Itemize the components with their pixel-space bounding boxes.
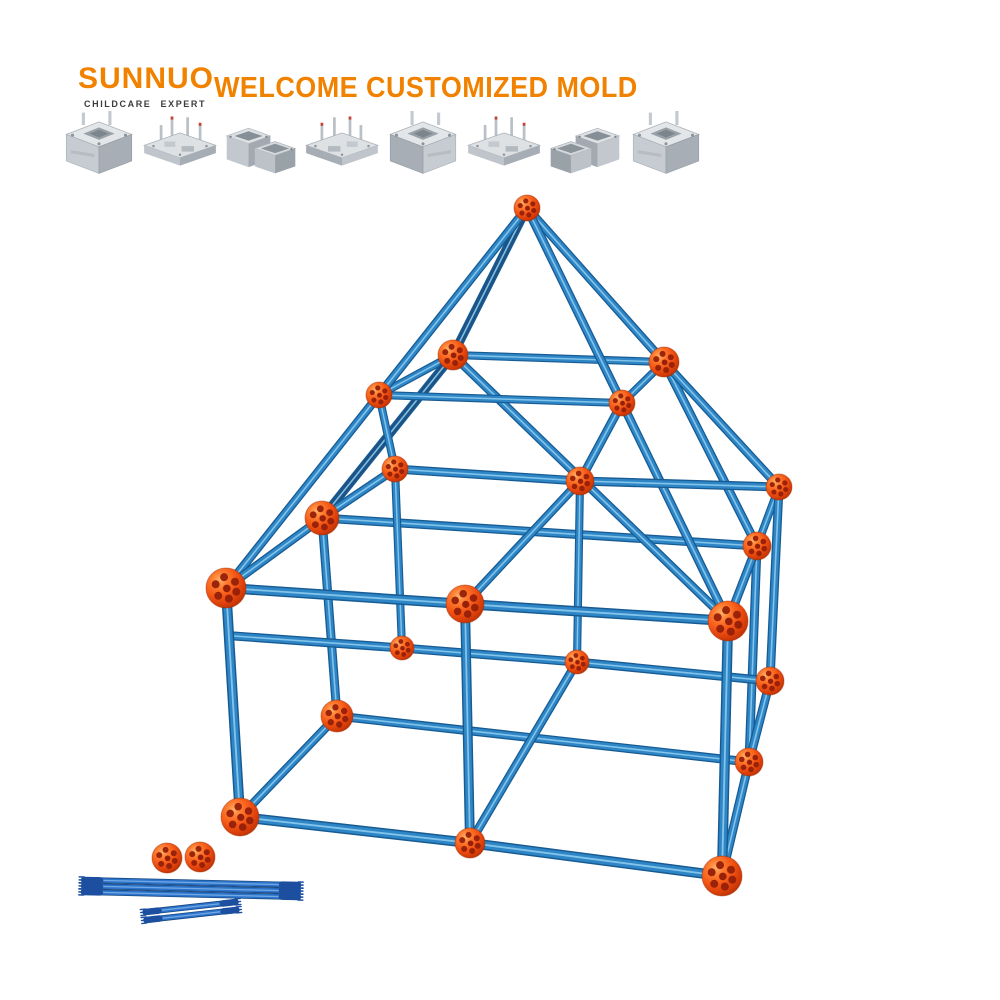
brand-tagline: CHILDCARE EXPERT [84, 99, 207, 109]
rod [522, 203, 627, 408]
connector-ball-roof-lower-left [381, 455, 409, 483]
rod [234, 811, 476, 849]
rod [572, 476, 585, 667]
rod [221, 390, 384, 593]
connector-ball-eaves-back-right [742, 531, 772, 561]
rod [448, 203, 532, 360]
rod [397, 643, 582, 667]
banner-text: WELCOME CUSTOMIZED MOLD [214, 72, 638, 104]
connector-ball-floor-front-left [220, 797, 260, 837]
rod [765, 482, 784, 686]
connector-ball-waist-mid [564, 649, 590, 675]
connector-ball-floor-front-mid [454, 827, 486, 859]
loose-connector-ball-2 [184, 841, 216, 873]
connector-ball-floor-back-left [320, 699, 354, 733]
rod [659, 357, 762, 551]
connector-ball-eaves-front-right [707, 600, 749, 642]
rod [390, 464, 585, 486]
rods-layer [220, 203, 784, 882]
rod [575, 476, 784, 492]
connector-ball-floor-back-right [734, 747, 764, 777]
rod [744, 541, 762, 767]
rod [448, 350, 669, 367]
rod [220, 582, 246, 823]
connector-ball-roof-apex [513, 194, 541, 222]
rod [659, 357, 784, 492]
connector-ball-waist-right [755, 666, 785, 696]
loose-rod-bundle-2 [139, 897, 243, 925]
rod [716, 615, 734, 882]
rod [460, 476, 585, 609]
rod [229, 631, 407, 653]
rod [374, 203, 532, 400]
connector-ball-roof-upper-front-right [608, 389, 636, 417]
connector-ball-waist-left [389, 635, 415, 661]
rod [220, 582, 471, 610]
connector-ball-roof-lower-mid [565, 466, 595, 496]
balls-layer [205, 194, 793, 897]
connector-ball-eaves-front-left [205, 567, 247, 609]
rod [460, 599, 475, 848]
connector-ball-roof-upper-back-left [437, 339, 469, 371]
rod [459, 598, 734, 627]
connector-ball-eaves-front-mid [445, 584, 485, 624]
rod [572, 657, 775, 686]
rod [235, 711, 342, 822]
rod [317, 513, 342, 721]
connector-ball-roof-upper-front-left [365, 381, 393, 409]
rod [374, 390, 627, 408]
rod [390, 464, 407, 653]
loose-connector-ball-1 [151, 842, 183, 874]
rod [332, 711, 754, 767]
rod [617, 398, 733, 626]
connector-ball-roof-lower-right [765, 473, 793, 501]
brand-logo-text: SUNNUO [78, 62, 215, 95]
rod [465, 657, 582, 848]
loose-parts-layer [78, 841, 304, 925]
connector-ball-floor-front-right [701, 855, 743, 897]
loose-rod-bundle-1 [78, 876, 304, 901]
rod [575, 398, 627, 486]
connector-ball-eaves-back-left [304, 500, 340, 536]
connector-ball-roof-upper-back-right [648, 346, 680, 378]
rod [464, 837, 728, 882]
rod [522, 203, 669, 367]
